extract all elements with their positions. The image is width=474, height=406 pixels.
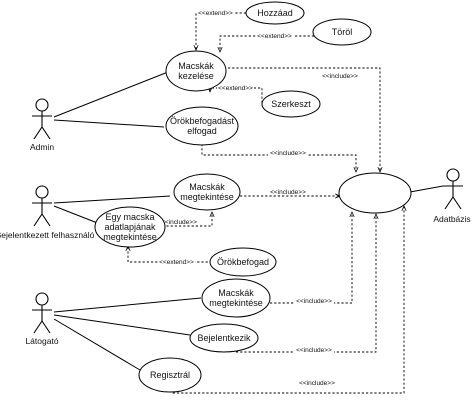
use-case-bejelentkezik: Bejelentkezik bbox=[189, 323, 259, 353]
use-case-szerkeszt: Szerkeszt bbox=[261, 90, 321, 118]
label-include-bejelentkezik: <<include>> bbox=[296, 347, 332, 354]
label-line: Regisztrál bbox=[150, 370, 190, 380]
label-line: Macskák bbox=[218, 288, 254, 298]
label-include-adatlap: <<include>> bbox=[161, 219, 197, 226]
actor-admin-label: Admin bbox=[30, 142, 54, 152]
use-case-regisztral-label: Regisztrál bbox=[150, 370, 190, 380]
use-case-torol: Töröl bbox=[312, 18, 372, 46]
actor-admin: Admin bbox=[30, 98, 54, 152]
use-case-szerkeszt-label: Szerkeszt bbox=[271, 99, 311, 109]
label-line: Töröl bbox=[332, 27, 353, 37]
label-extend-szerkeszt: <<extend>> bbox=[218, 85, 253, 92]
actor-visitor-label: Látogató bbox=[25, 336, 58, 346]
label-line: Egy macska bbox=[105, 212, 154, 222]
label-include-orokbefogadast-elfogad: <<include>> bbox=[270, 150, 306, 157]
assoc-user-adatlap bbox=[53, 205, 101, 225]
label-line: Örökbefogadást bbox=[170, 116, 235, 126]
label-line: Hozzáad bbox=[257, 8, 293, 18]
include-bejelentkezik bbox=[236, 214, 376, 353]
actor-logged-in-user: Bejelentkezett felhasználó bbox=[0, 185, 95, 240]
assoc-user-macskak-megtekintese bbox=[53, 195, 171, 204]
use-case-hozzaad-label: Hozzáad bbox=[257, 8, 293, 18]
assoc-admin-macskak-kezelese bbox=[53, 71, 169, 118]
extend-hozzaad bbox=[196, 12, 246, 50]
use-case-orokbefogad: Örökbefogad bbox=[209, 247, 277, 277]
label-extend-torol: <<extend>> bbox=[257, 33, 292, 40]
label-line: kezelése bbox=[178, 71, 214, 81]
label-line: Macskák bbox=[189, 182, 225, 192]
label-include-regisztral: <<include>> bbox=[299, 380, 335, 387]
use-case-hozzaad: Hozzáad bbox=[245, 1, 305, 25]
associations bbox=[53, 71, 444, 371]
label-extend-hozzaad: <<extend>> bbox=[198, 10, 233, 17]
label-line: megtekintése bbox=[180, 192, 234, 202]
assoc-visitor-bejelentkezik bbox=[53, 314, 191, 336]
assoc-admin-orokbefogadast-elfogad bbox=[53, 119, 165, 128]
label-line: Örökbefogad bbox=[217, 257, 269, 267]
label-include-macskak-megtekintese-user: <<include>> bbox=[270, 189, 306, 196]
label-extend-orokbefogad: <<extend>> bbox=[159, 259, 194, 266]
label-line: Szerkeszt bbox=[271, 99, 311, 109]
include-orokbefogadast-elfogad bbox=[201, 144, 356, 172]
assoc-database-adatok-kezeles bbox=[409, 185, 444, 193]
label-line: Bejelentkezik bbox=[197, 333, 251, 343]
stereotype-labels: <<extend>> <<extend>> <<extend>> <<inclu… bbox=[158, 8, 360, 387]
label-line: elfogad bbox=[187, 126, 217, 136]
label-line: megtekintése bbox=[103, 232, 157, 242]
extend-orokbefogad bbox=[128, 246, 212, 263]
label-line: adatlapjának bbox=[104, 222, 156, 232]
actor-database-label: Adatbázis bbox=[433, 214, 470, 224]
label-include-macskak-kezelese: <<include>> bbox=[322, 73, 358, 80]
assoc-visitor-regisztral bbox=[53, 318, 141, 371]
include-macskak-kezelese bbox=[228, 67, 380, 172]
label-line: megtekintése bbox=[209, 298, 263, 308]
actor-visitor: Látogató bbox=[25, 292, 59, 346]
label-line: Macskák bbox=[178, 61, 214, 71]
use-case-adatok-kezeles bbox=[338, 172, 412, 214]
extend-szerkeszt bbox=[210, 88, 263, 103]
label-include-macskak-megtekintese-visitor: <<include>> bbox=[296, 298, 332, 305]
include-adatlap bbox=[158, 212, 212, 227]
actor-database: Adatbázis bbox=[433, 168, 471, 224]
include-regisztral bbox=[171, 206, 404, 394]
actor-user-label: Bejelentkezett felhasználó bbox=[0, 230, 95, 240]
include-macskak-megtekintese-visitor bbox=[270, 212, 352, 304]
use-case-orokbefogad-label: Örökbefogad bbox=[217, 257, 269, 267]
assoc-visitor-macskak-megtekintese bbox=[53, 297, 202, 313]
use-case-bejelentkezik-label: Bejelentkezik bbox=[197, 333, 251, 343]
use-case-torol-label: Töröl bbox=[332, 27, 353, 37]
use-case-regisztral: Regisztrál bbox=[138, 357, 202, 393]
